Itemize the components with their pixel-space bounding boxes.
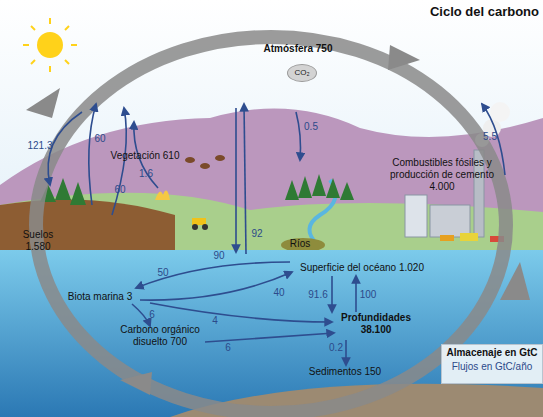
flux-value: 6 bbox=[142, 309, 162, 321]
reservoir-label: Superficie del océano 1.020 bbox=[282, 262, 442, 274]
trees bbox=[40, 174, 354, 205]
flux-value: 100 bbox=[353, 289, 383, 301]
storage-key: Almacenaje en GtC bbox=[444, 346, 540, 360]
reservoir-label: Biota marina 3 bbox=[55, 291, 145, 303]
flux-value: 60 bbox=[108, 184, 132, 196]
flux-value: 0.5 bbox=[299, 121, 323, 133]
flux-value: 92 bbox=[245, 228, 269, 240]
reservoir-label: Atmósfera 750 bbox=[243, 43, 353, 55]
sun bbox=[23, 18, 77, 72]
flux-value: 91.6 bbox=[303, 289, 333, 301]
diagram-title: Ciclo del carbono bbox=[379, 4, 539, 19]
gas-formula: CO₂ bbox=[290, 66, 314, 80]
flux-value: 0.2 bbox=[324, 342, 348, 354]
flux-value: 90 bbox=[207, 250, 231, 262]
soil bbox=[0, 199, 175, 252]
flux-value: 50 bbox=[151, 267, 175, 279]
reservoir-label: Vegetación 610 bbox=[100, 150, 190, 162]
flux-value: 5.5 bbox=[478, 131, 502, 143]
flux-value: 121.3 bbox=[22, 140, 58, 152]
fire bbox=[155, 191, 170, 200]
flux-value: 4 bbox=[205, 315, 225, 327]
river-mouth bbox=[281, 238, 325, 252]
cattle bbox=[185, 155, 225, 169]
gas-bubble: CO₂ bbox=[287, 64, 317, 82]
cycle-ring bbox=[36, 37, 506, 413]
flux-value: 1.6 bbox=[133, 168, 159, 180]
flux-value: 60 bbox=[88, 133, 112, 145]
flux-value: 6 bbox=[218, 342, 238, 354]
reservoir-label: Suelos 1.580 bbox=[18, 229, 58, 253]
reservoir-label: Sedimentos 150 bbox=[295, 366, 395, 378]
reservoir-label: Ríos bbox=[282, 238, 318, 250]
flux-key: Flujos en GtC/año bbox=[444, 360, 540, 374]
reservoir-label: Combustibles fósiles y producción de cem… bbox=[380, 157, 505, 193]
flux-arrows bbox=[48, 104, 505, 365]
reservoir-label: Carbono orgánico disuelto 700 bbox=[110, 324, 210, 348]
cycle-arrowheads bbox=[26, 45, 530, 395]
flux-value: 40 bbox=[267, 287, 291, 299]
reservoir-label: Profundidades 38.100 bbox=[335, 312, 417, 336]
tractor bbox=[192, 218, 208, 230]
legend-box: Almacenaje en GtCFlujos en GtC/año bbox=[441, 344, 543, 384]
